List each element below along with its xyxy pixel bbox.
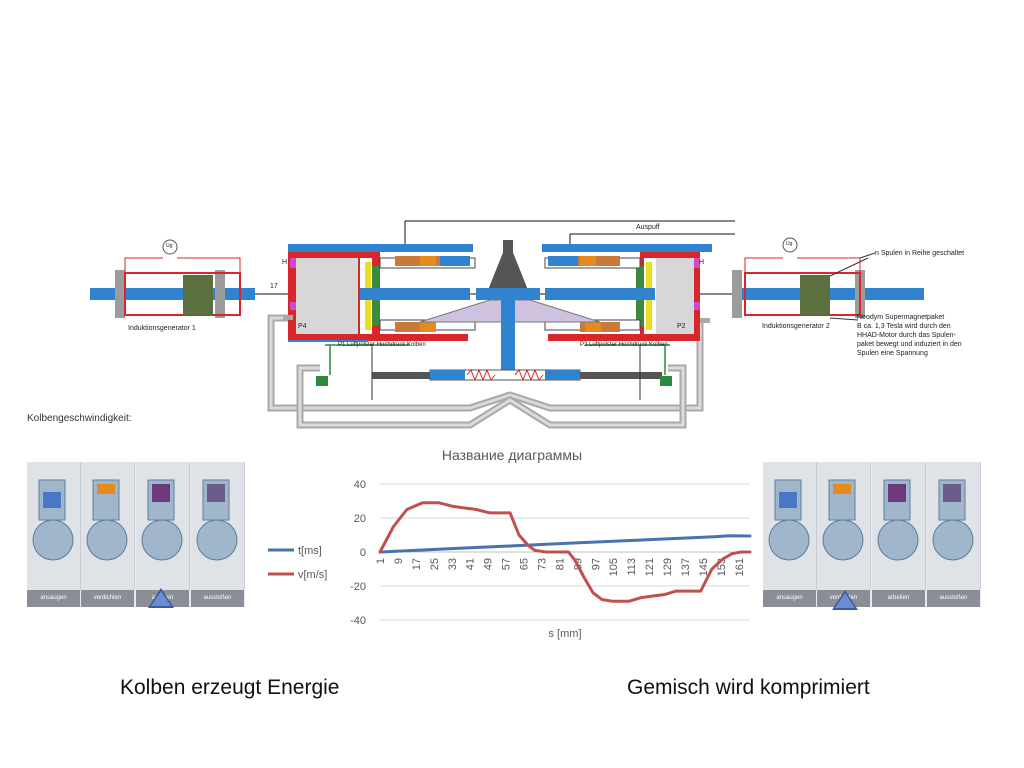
x-tick-label: 49 (483, 558, 495, 570)
neodym-line-4: paket bewegt und induziert in den (857, 341, 962, 348)
x-tick-label: 161 (734, 558, 746, 576)
label-p1: P1 Luftpolster Hochdruck Kolben (338, 342, 426, 348)
legend-label: t[ms] (298, 545, 322, 557)
y-tick-label: -20 (350, 581, 366, 593)
machine-schematic (90, 220, 924, 429)
triangle-indicator-left (148, 588, 174, 608)
caption-right: Gemisch wird komprimiert (627, 676, 870, 699)
stroke-label-ausstossen-left: ausstoßen (191, 590, 244, 607)
x-tick-label: 17 (411, 558, 423, 570)
stroke-engine-drawings-right (768, 479, 974, 561)
neodym-line-1: Neodym Supermagnetpaket (857, 314, 945, 321)
label-neodym-block: Neodym Supermagnetpaket B ca. 1,3 Tesla … (857, 313, 962, 358)
x-tick-label: 41 (465, 558, 477, 570)
caption-left: Kolben erzeugt Energie (120, 676, 340, 699)
y-tick-label: 40 (354, 479, 366, 491)
x-tick-label: 57 (501, 558, 513, 570)
stroke-engine-drawings-left (32, 479, 238, 561)
center-crank (316, 240, 672, 400)
x-tick-label: 129 (662, 558, 674, 576)
x-tick-label: 97 (590, 558, 602, 570)
chart-y-ticks: 40 20 0 -20 -40 (350, 479, 366, 627)
x-tick-label: 145 (698, 558, 710, 576)
label-h-right: H (699, 259, 705, 266)
triangle-indicator-right (832, 590, 858, 610)
y-tick-label: -40 (350, 615, 366, 627)
x-tick-label: 121 (644, 558, 656, 576)
neodym-line-5: Spulen eine Spannung (857, 350, 928, 357)
stroke-label-arbeiten-right: arbeiten (872, 590, 925, 607)
label-p4: P4 (298, 323, 307, 330)
x-tick-label: 9 (393, 558, 405, 564)
engine-left (288, 244, 476, 342)
label-spulen: n Spulen in Reihe geschaltet (875, 250, 965, 257)
engine-right (542, 244, 712, 341)
label-generator-2: Induktionsgenerator 2 (762, 323, 830, 330)
label-p3: P3 Luftpolster Hochdruck Kolben (580, 342, 668, 348)
stroke-label-ansaugen-right: ansaugen (763, 590, 816, 607)
speed-label: Kolbengeschwindigkeit: (27, 413, 132, 424)
chart-legend: t[ms] v[m/s] (268, 545, 327, 581)
chart-grid (380, 483, 750, 621)
neodym-line-3: HHAD-Motor durch das Spulen- (857, 332, 956, 339)
y-tick-label: 20 (354, 513, 366, 525)
x-tick-label: 105 (608, 558, 620, 576)
chart-title: Название диаграммы (442, 447, 582, 463)
x-tick-label: 81 (554, 558, 566, 570)
legend-label: v[m/s] (298, 569, 327, 581)
stroke-strip-right: ansaugen verdichten arbeiten ausstoßen (763, 462, 981, 607)
label-auspuff: Auspuff (636, 224, 660, 231)
induction-generator-right (732, 237, 924, 321)
label-generator-1: Induktionsgenerator 1 (128, 325, 196, 332)
x-tick-label: 65 (519, 558, 531, 570)
x-tick-label: 25 (429, 558, 441, 570)
label-p2: P2 (677, 323, 686, 330)
x-tick-label: 1 (375, 558, 387, 564)
gauge-right-label: Ug (786, 241, 793, 247)
x-tick-label: 113 (626, 558, 638, 576)
label-h-left: H (282, 259, 288, 266)
chart-x-axis-label: s [mm] (549, 628, 582, 640)
x-tick-label: 137 (680, 558, 692, 576)
x-tick-label: 73 (536, 558, 548, 570)
neodym-line-2: B ca. 1,3 Tesla wird durch den (857, 323, 951, 330)
y-tick-label: 0 (360, 547, 366, 559)
series-line (378, 501, 752, 603)
stroke-label-ansaugen-left: ansaugen (27, 590, 80, 607)
stroke-label-ausstossen-right: ausstoßen (927, 590, 980, 607)
series-line (378, 534, 752, 554)
gauge-left-label: Ug (166, 243, 173, 249)
stroke-label-verdichten-left: verdichten (81, 590, 134, 607)
induction-generator-left (90, 239, 255, 318)
x-tick-label: 33 (447, 558, 459, 570)
label-17: 17 (270, 283, 278, 290)
chart-series (378, 501, 752, 603)
exhaust-lines (404, 220, 735, 245)
stroke-strip-left: ansaugen verdichten arbeiten ausstoßen (27, 462, 245, 607)
